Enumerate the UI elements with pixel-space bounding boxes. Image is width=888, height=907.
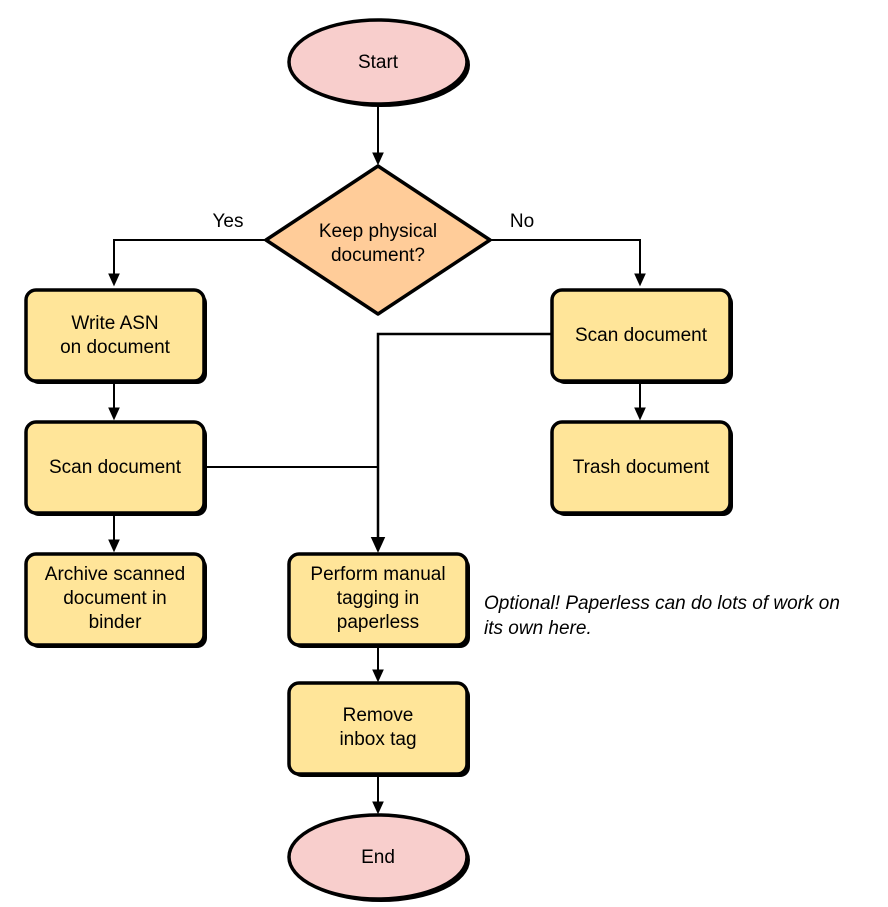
tagging-node-label-line2: tagging in: [337, 588, 419, 609]
edge-decision-yes-to-write-asn: [108, 239, 266, 287]
tagging-node[interactable]: [287, 552, 469, 647]
write-asn-node-label-line1: Write ASN: [71, 313, 158, 334]
scan-right-node-label: Scan document: [575, 325, 708, 346]
archive-node[interactable]: [24, 552, 206, 647]
remove-inbox-node[interactable]: [287, 681, 469, 776]
end-node-label: End: [361, 847, 395, 868]
trash-node-label: Trash document: [573, 457, 710, 478]
decision-node-label-line2: document?: [331, 245, 425, 266]
optional-note-line1: Optional! Paperless can do lots of work …: [484, 593, 840, 614]
archive-node-label-line2: document in: [63, 588, 167, 609]
end-node[interactable]: [287, 813, 469, 901]
write-asn-node[interactable]: [24, 288, 206, 383]
start-node[interactable]: [287, 18, 469, 106]
edge-scan-right-to-tagging: [370, 332, 552, 553]
trash-node[interactable]: [550, 420, 732, 515]
start-node-label: Start: [358, 52, 399, 73]
archive-node-label-line3: binder: [89, 612, 142, 633]
optional-note-line2: its own here.: [484, 618, 592, 639]
tagging-node-label-line3: paperless: [337, 612, 419, 633]
edge-decision-no-to-scan-right: [490, 239, 646, 287]
scan-left-node-label: Scan document: [49, 457, 182, 478]
tagging-node-label-line1: Perform manual: [310, 564, 445, 585]
write-asn-node-label-line2: on document: [60, 337, 171, 358]
remove-inbox-node-label-line2: inbox tag: [339, 729, 416, 750]
archive-node-label-line1: Archive scanned: [45, 564, 185, 585]
remove-inbox-node-label-line1: Remove: [343, 705, 414, 726]
scan-left-node[interactable]: [24, 420, 206, 515]
decision-node[interactable]: [264, 164, 492, 316]
edge-label-no: No: [510, 211, 534, 232]
edge-label-yes: Yes: [213, 211, 244, 232]
scan-right-node[interactable]: [550, 288, 732, 383]
decision-node-label-line1: Keep physical: [319, 221, 437, 242]
